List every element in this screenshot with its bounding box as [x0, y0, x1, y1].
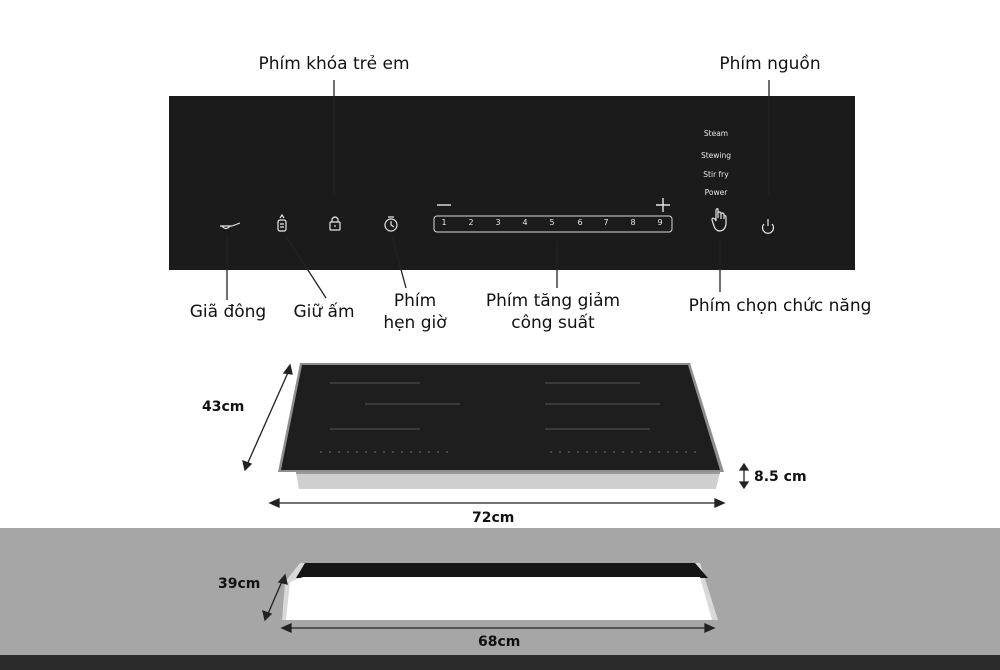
timer-label-line1: Phím	[393, 291, 437, 311]
width-label: 72cm	[472, 510, 515, 526]
power-level-4[interactable]: 4	[522, 218, 528, 227]
timer-leader	[391, 235, 407, 289]
power-level-2[interactable]: 2	[468, 218, 474, 227]
function-select-label: Phím chọn chức năng	[688, 296, 872, 316]
cutout-width-arrow	[280, 622, 716, 634]
pan-icon[interactable]	[220, 222, 241, 230]
depth-arrow	[242, 363, 293, 472]
depth-label: 43cm	[202, 399, 245, 415]
mode-stir-fry: Stir fry	[703, 170, 729, 179]
timer-label: Phím hẹn giờ	[375, 290, 455, 334]
child-lock-label: Phím khóa trẻ em	[258, 54, 410, 74]
cooktop-illustration	[278, 363, 724, 489]
lock-icon[interactable]	[329, 216, 341, 231]
timer-label-line2: hẹn giờ	[383, 313, 447, 333]
power-slider[interactable]	[433, 215, 673, 233]
cutout-depth-label: 39cm	[218, 576, 261, 592]
width-arrow	[268, 497, 726, 509]
power-level-7[interactable]: 7	[603, 218, 609, 227]
mode-stewing: Stewing	[700, 151, 732, 160]
power-level-1[interactable]: 1	[441, 218, 447, 227]
cutout-depth-arrow	[262, 573, 288, 622]
keep-warm-leader	[285, 235, 327, 299]
cutout-width-label: 68cm	[478, 634, 521, 650]
power-level-6[interactable]: 6	[577, 218, 583, 227]
power-adjust-label: Phím tăng giảm công suất	[472, 290, 634, 334]
mode-steam: Steam	[703, 129, 729, 138]
power-adjust-label-line2: công suất	[511, 313, 595, 333]
height-label: 8.5 cm	[754, 469, 807, 485]
power-icon[interactable]	[761, 219, 775, 234]
mode-power: Power	[704, 188, 728, 197]
power-level-8[interactable]: 8	[630, 218, 636, 227]
defrost-label: Giã đông	[189, 302, 267, 322]
power-level-5[interactable]: 5	[549, 218, 555, 227]
power-key-label: Phím nguồn	[719, 54, 821, 74]
keep-warm-label: Giữ ấm	[293, 302, 355, 322]
keep-warm-icon[interactable]	[277, 213, 287, 232]
timer-icon[interactable]	[384, 216, 398, 232]
control-panel	[169, 96, 855, 270]
countertop	[0, 528, 1000, 670]
power-adjust-label-line1: Phím tăng giảm	[485, 291, 621, 311]
plus-sign	[656, 198, 670, 212]
power-level-9[interactable]: 9	[657, 218, 663, 227]
height-arrow	[738, 462, 750, 490]
power-level-3[interactable]: 3	[495, 218, 501, 227]
hand-pointer-icon[interactable]	[711, 208, 727, 232]
